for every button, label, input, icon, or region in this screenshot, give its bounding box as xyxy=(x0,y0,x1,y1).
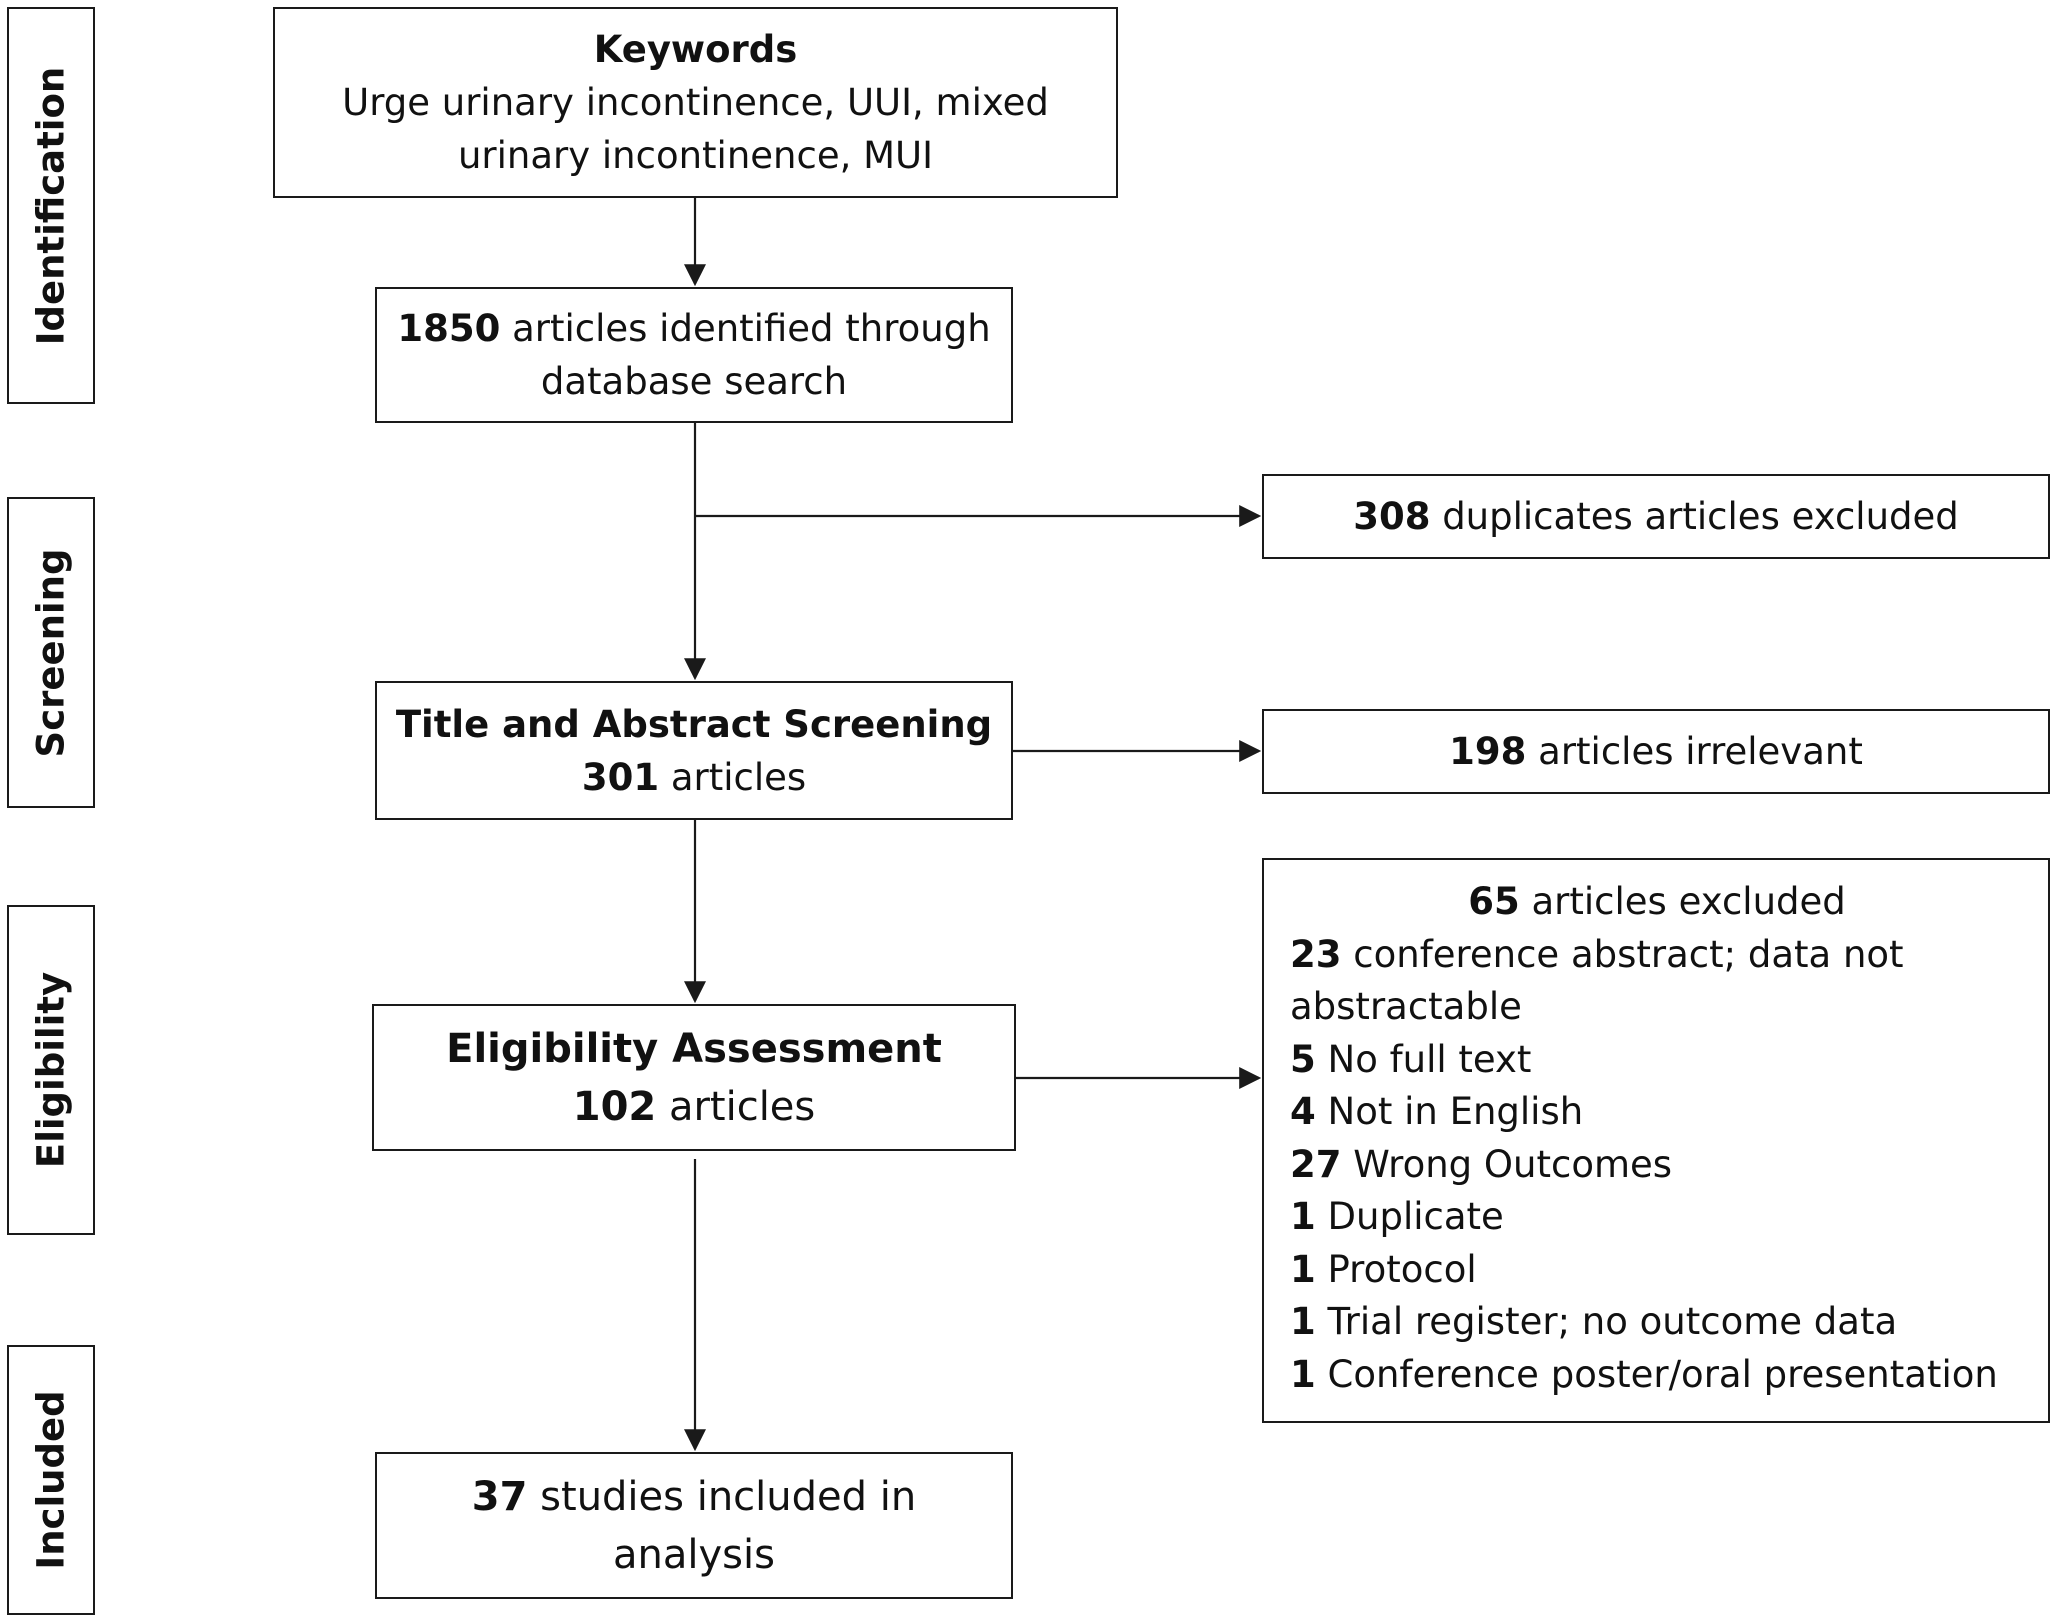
stage-screening: Screening xyxy=(7,497,95,808)
identified-line-2: database search xyxy=(540,360,848,403)
excluded-reason: 1 Conference poster/oral presentation xyxy=(1290,1352,1998,1396)
keywords-line-2: urinary incontinence, MUI xyxy=(457,134,934,177)
stage-identification: Identification xyxy=(7,7,95,404)
excluded-reason: 1 Duplicate xyxy=(1290,1195,1504,1238)
excluded-header: 65 articles excluded xyxy=(1468,880,1846,923)
eligibility-title: Eligibility Assessment xyxy=(446,1025,942,1072)
excluded-reason: 23 conference abstract; data not xyxy=(1290,932,1904,976)
excluded-reason: 4 Not in English xyxy=(1290,1090,1584,1133)
screening-title: Title and Abstract Screening xyxy=(395,702,993,746)
eligibility-count-line: 102 articles xyxy=(572,1083,816,1130)
irrelevant-count: 198 xyxy=(1449,730,1527,773)
duplicates-box: 308 duplicates articles excluded xyxy=(1262,474,2050,559)
screening-count: 301 xyxy=(581,755,660,799)
included-box: 37 studies included in analysis xyxy=(375,1452,1013,1599)
excluded-reason: 27 Wrong Outcomes xyxy=(1290,1142,1673,1186)
included-count: 37 xyxy=(471,1473,528,1520)
screening-box: Title and Abstract Screening 301 article… xyxy=(375,681,1013,820)
irrelevant-box: 198 articles irrelevant xyxy=(1262,709,2050,794)
included-line-2: analysis xyxy=(613,1531,775,1578)
excluded-reason: 1 Trial register; no outcome data xyxy=(1290,1300,1898,1343)
identified-box: 1850 articles identified through databas… xyxy=(375,287,1013,423)
excluded-box: 65 articles excluded 23 conference abstr… xyxy=(1262,858,2050,1423)
keywords-box: Keywords Urge urinary incontinence, UUI,… xyxy=(273,7,1118,198)
eligibility-count: 102 xyxy=(572,1083,657,1130)
screening-count-line: 301 articles xyxy=(581,755,807,799)
irrelevant-text: 198 articles irrelevant xyxy=(1449,730,1863,773)
identified-line-1: 1850 articles identified through xyxy=(397,307,991,350)
duplicates-text: 308 duplicates articles excluded xyxy=(1353,495,1959,538)
excluded-reason: 1 Protocol xyxy=(1290,1247,1477,1291)
identified-count: 1850 xyxy=(397,307,501,350)
excluded-reason: 5 No full text xyxy=(1290,1037,1532,1081)
excluded-count: 65 xyxy=(1468,880,1520,923)
eligibility-box: Eligibility Assessment 102 articles xyxy=(372,1004,1016,1151)
stage-included: Included xyxy=(7,1345,95,1615)
excluded-reason: abstractable xyxy=(1290,985,1522,1028)
duplicates-count: 308 xyxy=(1353,495,1431,538)
included-line-1: 37 studies included in xyxy=(471,1473,917,1520)
keywords-title: Keywords xyxy=(593,28,798,71)
stage-eligibility: Eligibility xyxy=(7,905,95,1235)
keywords-line-1: Urge urinary incontinence, UUI, mixed xyxy=(342,81,1049,124)
